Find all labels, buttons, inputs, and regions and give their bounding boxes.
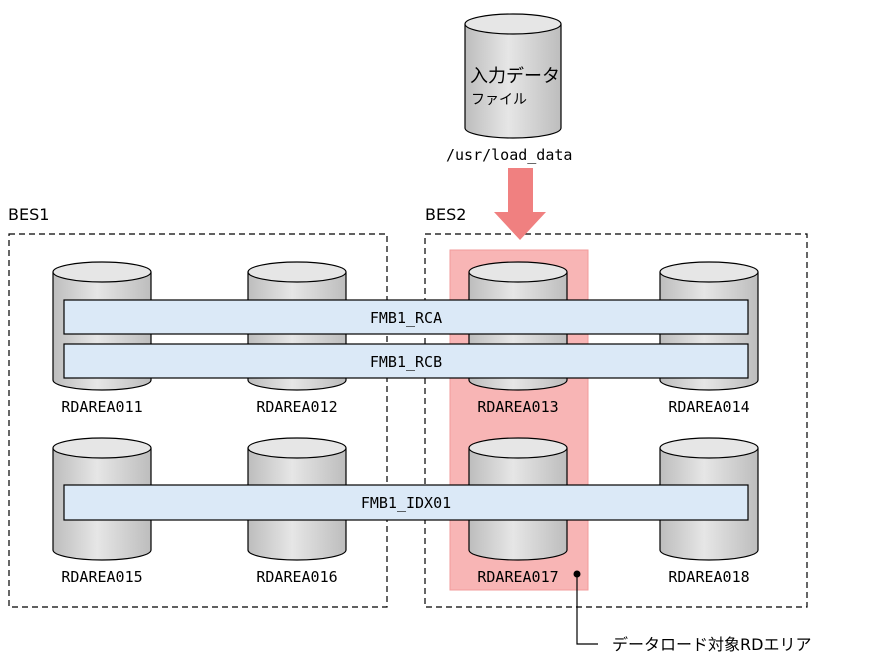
band-fmb1-rcb-label: FMB1_RCB xyxy=(370,353,442,371)
rdarea-label: RDAREA012 xyxy=(256,398,337,416)
rdarea-label: RDAREA011 xyxy=(61,398,142,416)
rdarea-label: RDAREA017 xyxy=(477,568,558,586)
input-file-path: /usr/load_data xyxy=(446,146,572,164)
bes2-label: BES2 xyxy=(425,205,466,224)
input-file-title-line1: 入力データ xyxy=(470,66,560,87)
rdarea-label: RDAREA014 xyxy=(668,398,749,416)
band-fmb1-rcb xyxy=(63,343,749,379)
band-fmb1-idx01-label: FMB1_IDX01 xyxy=(361,494,451,512)
rdarea-label: RDAREA016 xyxy=(256,568,337,586)
rdarea-label: RDAREA018 xyxy=(668,568,749,586)
bes1-label: BES1 xyxy=(8,205,49,224)
input-file-title-line2: ファイル xyxy=(471,92,527,108)
input-data-file-cylinder xyxy=(464,13,562,139)
annotation-leader-line xyxy=(576,574,598,645)
bes2-group-box xyxy=(424,233,808,608)
band-fmb1-idx01 xyxy=(63,484,749,521)
rdarea-label: RDAREA015 xyxy=(61,568,142,586)
annotation-label: データロード対象RDエリア xyxy=(612,635,811,654)
bes1-group-box xyxy=(8,233,388,608)
band-fmb1-rca-label: FMB1_RCA xyxy=(370,309,442,327)
band-fmb1-rca xyxy=(63,299,749,335)
rdarea-label: RDAREA013 xyxy=(477,398,558,416)
load-arrow xyxy=(494,168,546,240)
